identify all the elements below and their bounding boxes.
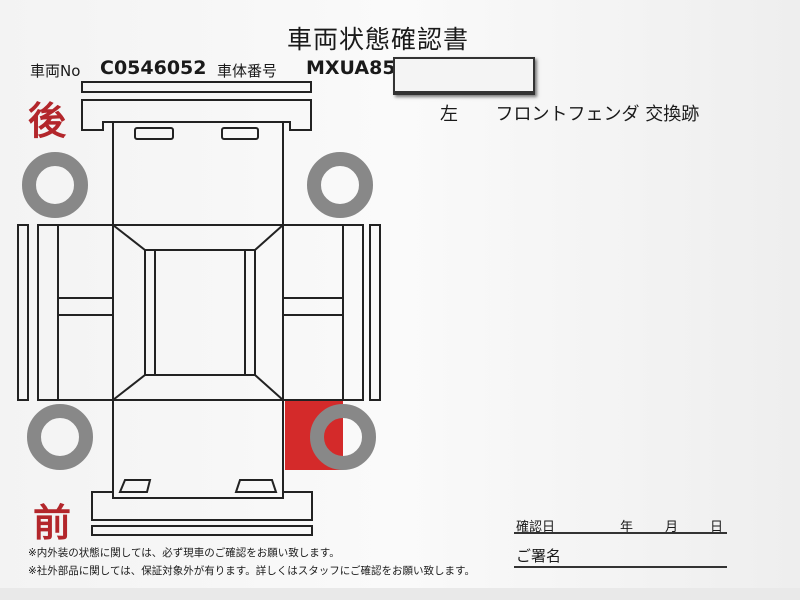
windshield	[110, 374, 286, 401]
note-2: ※社外部品に関しては、保証対象外が有ります。詳しくはスタッフにご確認をお願い致し…	[28, 565, 475, 577]
year-label: 年	[620, 520, 634, 535]
redaction-sticker	[393, 57, 535, 95]
front-right-wheel	[310, 404, 376, 470]
left-rocker	[17, 224, 29, 401]
damage-status: 交換跡	[645, 104, 700, 125]
front-left-wheel	[27, 404, 93, 470]
signature-label: ご署名	[516, 547, 562, 565]
month-label: 月	[665, 520, 679, 535]
rear-bumper	[81, 99, 312, 131]
damage-part: フロントフェンダ	[495, 104, 640, 125]
day-label: 日	[710, 520, 724, 535]
rear-window	[110, 224, 286, 251]
headlights	[118, 479, 278, 493]
rear-bumper-bar	[81, 81, 312, 93]
right-rocker	[369, 224, 381, 401]
door-lines	[58, 224, 343, 401]
rear-label: 後	[28, 99, 67, 143]
note-1: ※内外装の状態に関しては、必ず現車のご確認をお願い致します。	[28, 547, 340, 559]
damage-side: 左	[440, 104, 458, 125]
front-bumper	[91, 491, 313, 521]
body-outline	[112, 122, 284, 498]
right-doors	[342, 224, 364, 401]
side-pillars	[144, 250, 256, 375]
chassis-no: MXUA85	[306, 57, 396, 79]
document-title: 車両状態確認書	[287, 25, 470, 54]
rear-left-wheel	[22, 152, 88, 218]
left-doors	[37, 224, 59, 401]
front-bumper-bar	[91, 525, 313, 536]
vehicle-no-label: 車両No	[30, 62, 81, 80]
chassis-no-label: 車体番号	[217, 62, 278, 80]
damage-note: 左 フロントフェンダ 交換跡	[440, 100, 699, 126]
confirm-date-label: 確認日	[516, 520, 556, 535]
roof	[154, 249, 246, 376]
vehicle-no: C0546052	[100, 57, 207, 79]
confirm-date-line	[514, 532, 727, 534]
rear-light-right	[221, 127, 259, 140]
signature-line	[514, 566, 727, 568]
rear-light-left	[134, 127, 174, 140]
rear-right-wheel	[307, 152, 373, 218]
front-label: 前	[33, 501, 72, 545]
